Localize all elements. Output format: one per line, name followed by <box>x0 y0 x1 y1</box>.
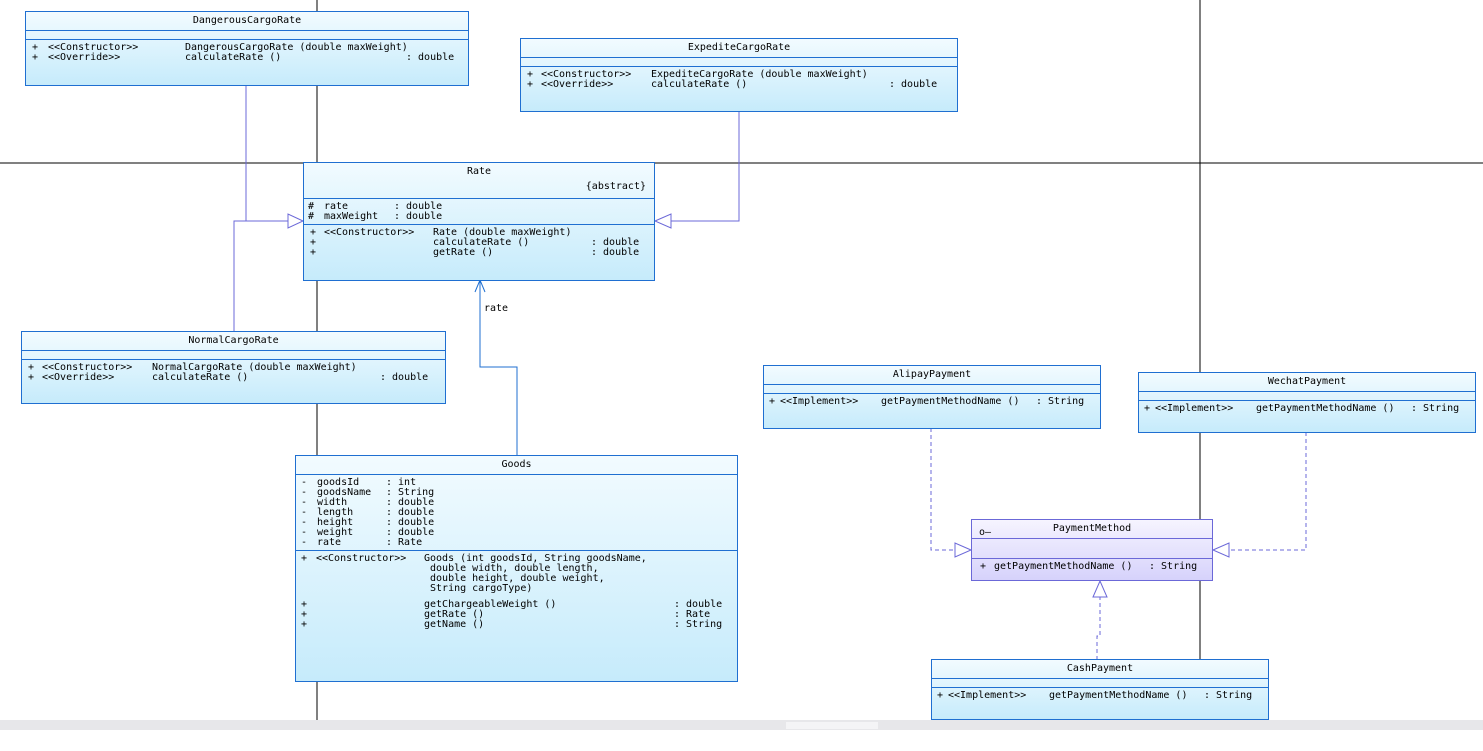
class-goods[interactable]: Goods -goodsId: int -goodsName: String -… <box>295 455 738 682</box>
method-row[interactable]: + <<Constructor>> DangerousCargoRate (do… <box>32 42 408 53</box>
method-compartment: + <<Constructor>> Rate (double maxWeight… <box>304 225 654 260</box>
attribute-row[interactable]: -height: double <box>301 517 435 528</box>
method-row[interactable]: + <<Override>> calculateRate () : double <box>28 372 429 383</box>
generalization-dangerous-rate <box>245 85 288 222</box>
attribute-compartment: -goodsId: int -goodsName: String -width:… <box>296 475 737 551</box>
interface-icon: o– <box>979 527 992 538</box>
method-row[interactable]: + <<Constructor>> ExpediteCargoRate (dou… <box>527 69 868 80</box>
method-row[interactable]: + <<Implement>> getPaymentMethodName () … <box>937 690 1253 701</box>
generalization-expedite-rate <box>671 111 740 222</box>
method-row[interactable]: + <<Constructor>> NormalCargoRate (doubl… <box>28 362 357 373</box>
realization-cash-payment <box>1096 597 1101 660</box>
method-row[interactable]: + getRate () : double <box>310 247 640 258</box>
class-cash-payment[interactable]: CashPayment + <<Implement>> getPaymentMe… <box>931 659 1269 720</box>
attribute-row[interactable]: -weight: double <box>301 527 435 538</box>
constructor-continuation: String cargoType) <box>424 583 533 594</box>
class-name: WechatPayment <box>1139 373 1475 392</box>
attribute-row[interactable]: -width: double <box>301 497 435 508</box>
realization-arrowhead <box>954 542 973 558</box>
interface-header: o– PaymentMethod <box>972 520 1212 539</box>
attribute-compartment <box>521 58 957 67</box>
interface-payment-method[interactable]: o– PaymentMethod + getPaymentMethodName … <box>971 519 1213 581</box>
method-compartment: + <<Constructor>> Goods (int goodsId, St… <box>296 551 737 632</box>
attribute-compartment <box>1139 392 1475 401</box>
attribute-row[interactable]: # maxWeight : double <box>308 211 443 222</box>
attribute-row[interactable]: -length: double <box>301 507 435 518</box>
method-compartment: + <<Constructor>> NormalCargoRate (doubl… <box>22 360 445 385</box>
constructor-continuation: double width, double length, <box>424 563 599 574</box>
realization-arrowhead <box>1092 579 1108 598</box>
method-row[interactable]: + <<Implement>> getPaymentMethodName () … <box>1144 403 1460 414</box>
class-header: Rate {abstract} <box>304 163 654 199</box>
class-name: CashPayment <box>932 660 1268 679</box>
method-compartment: + <<Implement>> getPaymentMethodName () … <box>764 394 1100 409</box>
class-name: NormalCargoRate <box>22 332 445 351</box>
method-row[interactable]: + getPaymentMethodName () : String <box>980 561 1198 572</box>
horizontal-scrollbar[interactable] <box>0 720 1483 730</box>
constructor-row[interactable]: + <<Constructor>> Goods (int goodsId, St… <box>301 553 647 564</box>
class-wechat-payment[interactable]: WechatPayment + <<Implement>> getPayment… <box>1138 372 1476 433</box>
realization-alipay-payment <box>930 428 955 551</box>
class-normal-cargo-rate[interactable]: NormalCargoRate + <<Constructor>> Normal… <box>21 331 446 404</box>
scrollbar-thumb[interactable] <box>786 722 878 729</box>
abstract-modifier: {abstract} <box>585 181 646 192</box>
method-compartment: + getPaymentMethodName () : String <box>972 559 1212 574</box>
generalization-arrowhead <box>653 213 672 229</box>
class-name: Rate <box>466 166 492 177</box>
association-label: rate <box>484 303 509 314</box>
method-compartment: + <<Implement>> getPaymentMethodName () … <box>1139 401 1475 416</box>
class-name: Goods <box>296 456 737 475</box>
interface-name: PaymentMethod <box>1052 523 1132 534</box>
class-name: DangerousCargoRate <box>26 12 468 31</box>
diagram-connectors <box>0 0 1483 720</box>
attribute-compartment: # rate : double # maxWeight : double <box>304 199 654 225</box>
class-rate[interactable]: Rate {abstract} # rate : double # maxWei… <box>303 162 655 281</box>
attribute-row[interactable]: -rate: Rate <box>301 537 423 548</box>
method-row[interactable]: + <<Constructor>> Rate (double maxWeight… <box>310 227 572 238</box>
constructor-continuation: double height, double weight, <box>424 573 605 584</box>
method-row[interactable]: + <<Implement>> getPaymentMethodName () … <box>769 396 1085 407</box>
method-row[interactable]: + <<Override>> calculateRate () : double <box>32 52 455 63</box>
method-row[interactable]: + calculateRate () : double <box>310 237 640 248</box>
attribute-compartment <box>972 539 1212 559</box>
attribute-row[interactable]: # rate : double <box>308 201 443 212</box>
class-dangerous-cargo-rate[interactable]: DangerousCargoRate + <<Constructor>> Dan… <box>25 11 469 86</box>
method-row[interactable]: + getRate () : Rate <box>301 609 711 620</box>
generalization-arrowhead <box>287 213 305 229</box>
attribute-compartment <box>22 351 445 360</box>
method-row[interactable]: + getName () : String <box>301 619 723 630</box>
class-name: ExpediteCargoRate <box>521 39 957 58</box>
realization-wechat-payment <box>1229 432 1307 551</box>
attribute-row[interactable]: -goodsName: String <box>301 487 435 498</box>
method-compartment: + <<Constructor>> DangerousCargoRate (do… <box>26 40 468 65</box>
attribute-compartment <box>932 679 1268 688</box>
method-row[interactable]: + getChargeableWeight () : double <box>301 599 723 610</box>
method-compartment: + <<Implement>> getPaymentMethodName () … <box>932 688 1268 703</box>
association-goods-rate <box>479 280 518 455</box>
attribute-row[interactable]: -goodsId: int <box>301 477 417 488</box>
attribute-compartment <box>26 31 468 40</box>
class-name: AlipayPayment <box>764 366 1100 385</box>
class-expedite-cargo-rate[interactable]: ExpediteCargoRate + <<Constructor>> Expe… <box>520 38 958 112</box>
method-row[interactable]: + <<Override>> calculateRate () : double <box>527 79 938 90</box>
generalization-normal-rate <box>233 220 288 332</box>
realization-arrowhead <box>1211 542 1230 558</box>
class-alipay-payment[interactable]: AlipayPayment + <<Implement>> getPayment… <box>763 365 1101 429</box>
attribute-compartment <box>764 385 1100 394</box>
method-compartment: + <<Constructor>> ExpediteCargoRate (dou… <box>521 67 957 92</box>
